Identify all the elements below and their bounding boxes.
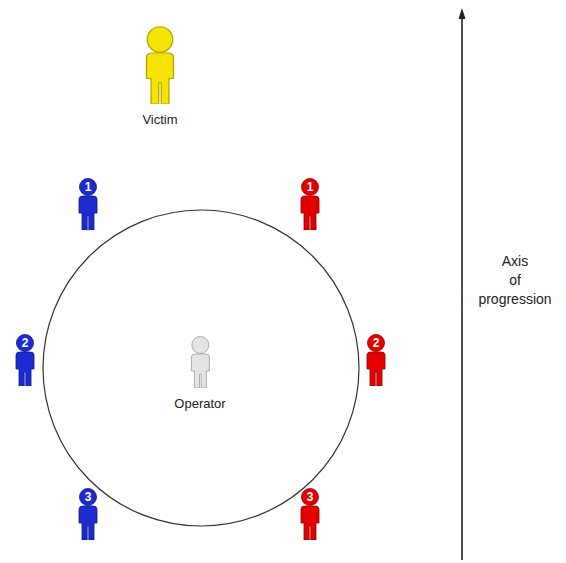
person-head (147, 27, 173, 53)
callout-number: 2 (13, 334, 37, 352)
person-body (79, 506, 97, 540)
person-icon (188, 336, 212, 388)
person-body (301, 506, 319, 540)
person-body (79, 196, 97, 230)
team-member-figure: 1 (298, 178, 322, 230)
callout-number: 1 (76, 178, 100, 196)
team-member-figure: 2 (364, 334, 388, 386)
team-member-figure: 1 (76, 178, 100, 230)
axis-arrowhead (459, 8, 466, 19)
person-body (191, 354, 209, 388)
person-body (16, 352, 34, 386)
figure-label: Victim (142, 112, 177, 127)
person-body (301, 196, 319, 230)
team-member-figure: 3 (298, 488, 322, 540)
person-head (192, 337, 209, 354)
person-body (367, 352, 385, 386)
person-icon: 3 (298, 488, 322, 540)
team-member-figure: 2 (13, 334, 37, 386)
person-shape (142, 26, 178, 104)
callout-number: 1 (298, 178, 322, 196)
person-icon (142, 26, 178, 104)
axis-label: Axis of progression (476, 252, 554, 309)
person-icon: 2 (13, 334, 37, 386)
callout-number: 2 (364, 334, 388, 352)
person-icon: 3 (76, 488, 100, 540)
axis-arrow (461, 18, 463, 560)
person-icon: 1 (76, 178, 100, 230)
person-shape (188, 336, 212, 388)
person-icon: 1 (298, 178, 322, 230)
callout-number: 3 (298, 488, 322, 506)
victim-figure: Victim (142, 26, 178, 127)
person-body (147, 53, 174, 104)
figure-label: Operator (174, 396, 225, 411)
perimeter-circle (43, 210, 359, 526)
person-icon: 2 (364, 334, 388, 386)
operator-figure: Operator (174, 336, 225, 411)
callout-number: 3 (76, 488, 100, 506)
team-member-figure: 3 (76, 488, 100, 540)
